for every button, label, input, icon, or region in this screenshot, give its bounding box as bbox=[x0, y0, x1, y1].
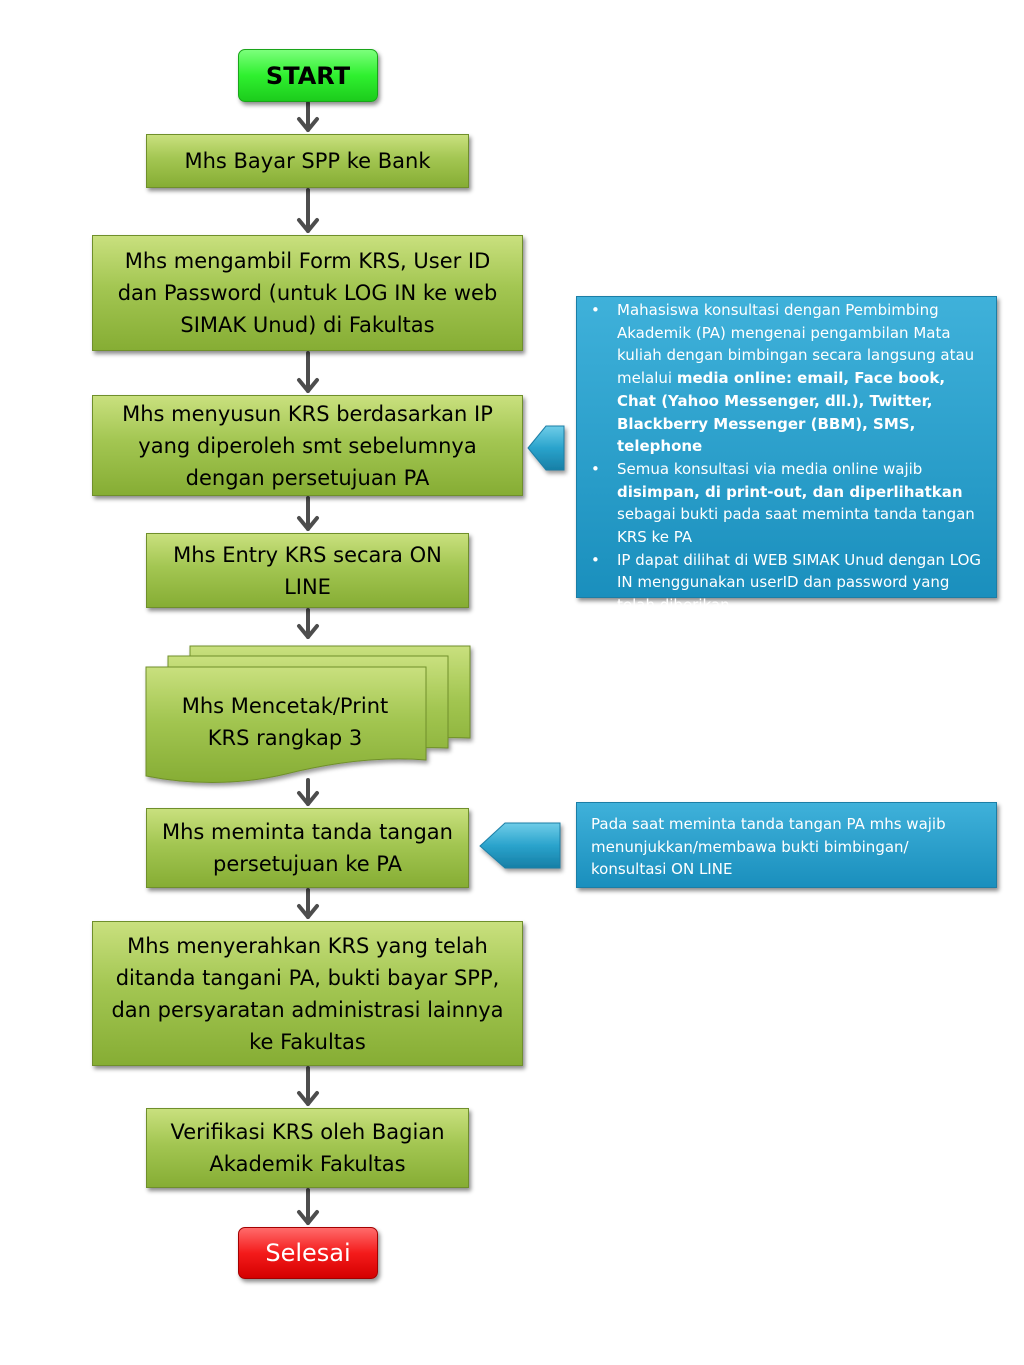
step-pay-spp: Mhs Bayar SPP ke Bank bbox=[146, 134, 469, 188]
arrow-step8-end bbox=[297, 1188, 319, 1225]
callout-arrow-note2 bbox=[479, 822, 561, 869]
note-bold-text: disimpan, di print-out, dan diperlihatka… bbox=[617, 482, 963, 501]
note-bullet-ip-info: IP dapat dilihat di WEB SIMAK Unud denga… bbox=[577, 549, 984, 617]
multi-document-shape bbox=[145, 645, 471, 783]
arrow-step1-step2 bbox=[297, 188, 319, 233]
note-text: sebagai bukti pada saat meminta tanda ta… bbox=[617, 505, 975, 547]
note-text: Pada saat meminta tanda tangan PA mhs wa… bbox=[591, 815, 946, 879]
signature-proof-note: Pada saat meminta tanda tangan PA mhs wa… bbox=[576, 802, 997, 888]
step-entry-krs-online: Mhs Entry KRS secara ON LINE bbox=[146, 533, 469, 608]
note-bullet-print-proof: Semua konsultasi via media online wajib … bbox=[577, 458, 984, 549]
step-compose-krs: Mhs menyusun KRS berdasarkan IP yang dip… bbox=[92, 395, 523, 496]
note-bullet-consultation: Mahasiswa konsultasi dengan Pembimbing A… bbox=[577, 299, 984, 458]
arrow-step4-step5 bbox=[297, 608, 319, 639]
arrow-step3-step4 bbox=[297, 496, 319, 531]
note-bold-text: media online: email, Face book, Chat (Ya… bbox=[617, 369, 946, 456]
step-submit-krs: Mhs menyerahkan KRS yang telah ditanda t… bbox=[92, 921, 523, 1066]
arrow-start-step1 bbox=[297, 101, 319, 132]
step-request-signature: Mhs meminta tanda tangan persetujuan ke … bbox=[146, 808, 469, 888]
arrow-step2-step3 bbox=[297, 351, 319, 393]
step-verify-krs: Verifikasi KRS oleh Bagian Akademik Faku… bbox=[146, 1108, 469, 1188]
step-print-krs: Mhs Mencetak/Print KRS rangkap 3 bbox=[181, 694, 389, 750]
note-text: IP dapat dilihat di WEB SIMAK Unud denga… bbox=[617, 550, 982, 615]
callout-arrow-note1 bbox=[527, 425, 565, 471]
consultation-note: Mahasiswa konsultasi dengan Pembimbing A… bbox=[576, 296, 997, 614]
arrow-step7-step8 bbox=[297, 1066, 319, 1106]
end-terminal: Selesai bbox=[238, 1227, 378, 1279]
note-text: Semua konsultasi via media online wajib bbox=[617, 459, 923, 478]
arrow-step6-step7 bbox=[297, 888, 319, 919]
start-terminal: START bbox=[238, 49, 378, 102]
arrow-step5-step6 bbox=[297, 778, 319, 806]
note-text: Mahasiswa konsultasi dengan Pembimbing A… bbox=[617, 301, 975, 388]
step-take-krs-form: Mhs mengambil Form KRS, User ID dan Pass… bbox=[92, 235, 523, 351]
